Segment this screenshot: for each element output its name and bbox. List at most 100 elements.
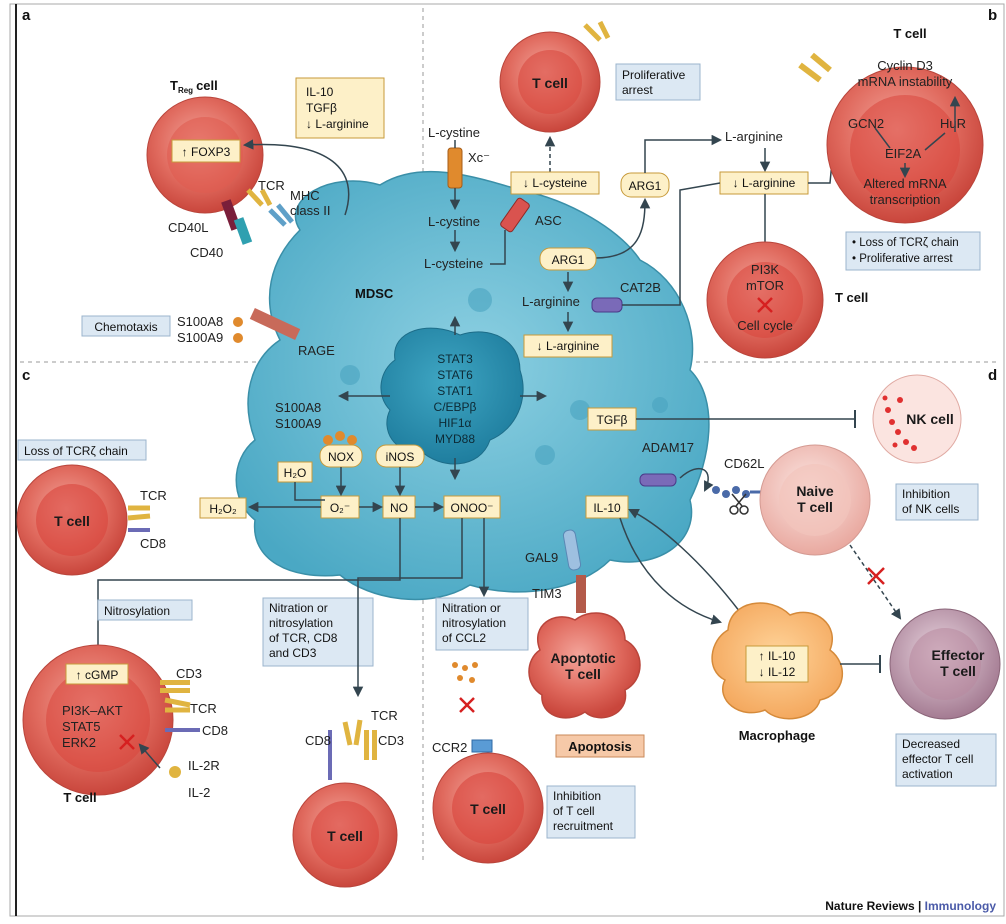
inhib-line: of T cell [553,804,595,818]
il10-label: IL-10 [593,501,621,515]
nitration-path [352,518,463,698]
arg1-top-label: ARG1 [629,179,662,193]
foxp3-box [171,139,241,163]
tcell-right-title: T cell [893,26,926,41]
foxp3-label: ↑ FOXP3 [182,145,231,159]
adam17-label: ADAM17 [642,440,694,455]
inhibit-line [924,132,946,151]
tcr-left [127,505,151,521]
vesicle [468,288,492,312]
pi3k-label: PI3K [751,262,780,277]
hur-label: HuR [940,116,966,131]
pathway-line: PI3K–AKT [62,703,123,718]
chemotaxis-box [81,315,171,337]
naive-tcell-nucleus [779,464,851,536]
cysteine-inside: L-cysteine [424,256,483,271]
no-label: NO [390,501,408,515]
tcell-left-nucleus [36,484,108,556]
il2r-label: IL-2R [188,758,220,773]
inos-label: iNOS [386,450,415,464]
nitration-line: of TCR, CD8 [269,631,338,645]
s100-dot [323,435,333,445]
mhc-label-2: class II [290,203,330,218]
tcr-label-c: TCR [140,488,167,503]
vesicle [535,445,555,465]
tcell-left-label: T cell [54,513,90,529]
decreased-line: activation [902,767,953,781]
prolif-line: Proliferative [622,68,686,82]
tcr-label: TCR [258,178,285,193]
cd8-label-c: CD8 [140,536,166,551]
h2o2-label: H₂O₂ [209,502,237,516]
vesicle [652,397,668,413]
effector-tcell-nucleus [909,628,981,700]
tcell-bottom2-nucleus [452,772,524,844]
cat2b-label: CAT2B [620,280,661,295]
nucleus-text: STAT3 STAT6 STAT1 C/EBPβ HIF1α MYD88 [434,352,477,446]
low-arginine-top-label: ↓ L-arginine [733,176,796,190]
nitrosylation-label: Nitrosylation [104,604,170,618]
mac-line: ↑ IL-10 [759,649,796,663]
mtor-label: mTOR [746,278,784,293]
scissors-icon [729,493,749,515]
s100-dot [233,333,243,343]
bullet-2: • Proliferative arrest [852,253,953,265]
cyclin-line-2: mRNA instability [858,74,953,89]
s100a8-label-c: S100A8 [275,400,321,415]
box-line: ↓ L-arginine [306,117,369,131]
nucleus-line: STAT3 [437,352,473,366]
arrow [594,197,651,259]
tcell-bl-title: T cell [63,790,96,805]
treg-arrow [242,139,350,216]
effector-line: T cell [940,663,976,679]
larginine-inner: L-arginine [522,294,580,309]
decreased-line: effector T cell [902,752,973,766]
asc-transporter [500,197,530,233]
nucleus-line: MYD88 [435,432,475,446]
panel-a-letter: a [22,7,31,24]
arrow [619,517,723,625]
gal9-label: GAL9 [525,550,558,565]
cd40-label: CD40 [190,245,223,260]
low-cysteine-box [510,171,600,195]
arrow [628,509,741,613]
asc-path [490,230,506,265]
tcr-mhc-receptors [221,188,294,245]
nk-granules [882,395,917,451]
apoptotic-tcell [528,612,641,719]
prolif-line: arrest [622,83,653,97]
nucleus-line: STAT1 [437,384,473,398]
journal-footer: Nature Reviews | Immunology [825,899,996,913]
cystine-label: L-cystine [428,125,480,140]
nitration-line: nitrosylation [269,616,333,630]
rage-receptor [249,307,301,341]
vesicle [570,400,590,420]
macrophage-label: Macrophage [739,728,816,743]
prolif-arrest-box [615,63,701,101]
nucleus-line: HIF1α [439,416,472,430]
nucleus-line: C/EBPβ [434,400,477,414]
tcell-bottom2-label: T cell [470,801,506,817]
mac-cytokine-box [745,645,809,683]
loss-tcr-label: Loss of TCRζ chain [24,444,128,458]
tim3-receptor [576,575,586,613]
xc-label: Xc⁻ [468,150,490,165]
cgmp-box [65,663,129,685]
h2o-path [294,482,325,501]
mdsc-nucleus [380,327,524,465]
mac-line: ↓ IL-12 [759,665,796,679]
cd62l-label: CD62L [724,456,764,471]
il10-box [585,495,629,519]
s100-dot [335,431,345,441]
block-x-icon [119,734,135,750]
mhc-label-1: MHC [290,188,320,203]
ccr2-label: CCR2 [432,740,467,755]
tcell-top-nucleus [518,50,582,114]
nitration-box [262,597,374,667]
h2o-label: H₂O [284,466,307,480]
cgmp-label: ↑ cGMP [76,668,119,682]
low-arginine-inner-label: ↓ L-arginine [537,339,600,353]
decreased-line: Decreased [902,737,960,751]
